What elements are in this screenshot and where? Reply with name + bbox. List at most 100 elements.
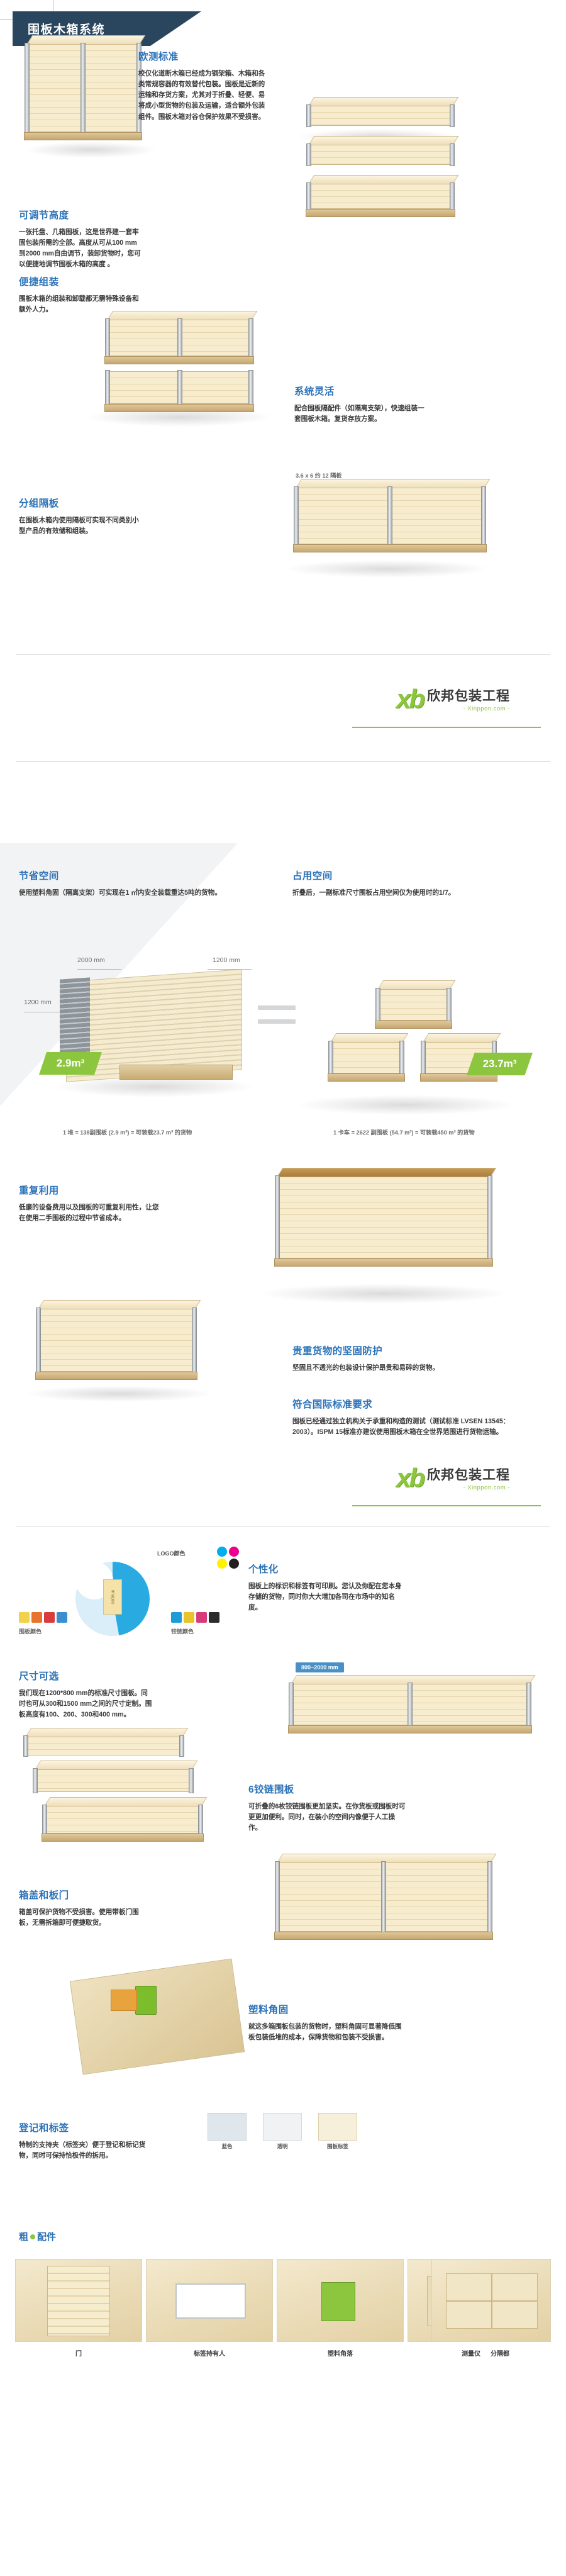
brand-logo-1: xb 欣邦包装工程 - Xinppon.com - [396, 686, 510, 713]
swatch-orange[interactable] [31, 1612, 42, 1623]
feature-block-six-hinge: 6铰链围板 可折叠的6枚铰链围板更加坚实。在你货板或围板时可更更加便利。同时，在… [248, 1782, 406, 1834]
stepped-collar-1 [23, 1728, 189, 1757]
crate-front-face [330, 1042, 402, 1073]
feature-block-dividers: 分组隔板 在围板木箱内使用隔板可实现不同类别小型产品的有效储和组装。 [19, 496, 145, 537]
crate-metal-corner-right [248, 318, 253, 357]
badge-folded-volume: 2.9m³ [39, 1052, 102, 1075]
reuse-crate-shadow [258, 1284, 509, 1304]
crate-front-face [38, 1309, 195, 1372]
feature-body: 一张托盘、几箱围板，这是世界建一套牢固包装所需的全部。高度从可从100 mm到2… [19, 228, 141, 269]
swatch-cyan[interactable] [171, 1612, 182, 1623]
section-divider-2 [16, 761, 550, 762]
feature-body: 配合围板隔配件（如隔离支架），快速组装一套围板木箱。复货存放方案。 [294, 405, 425, 423]
section-overview: 围板木箱系统 欧测标准 校仅化道断木箱已经成为钢架箱、木箱和各类常规容器的有效替… [0, 0, 566, 843]
label-holder-graphic [175, 2283, 246, 2319]
crate-pallet-base [104, 404, 254, 412]
crate-metal-hinge-center [177, 318, 182, 357]
accessories-title-suffix: 配件 [37, 2232, 57, 2243]
thumb-caption: 标签持有人 [194, 2351, 225, 2358]
crate-top-edge [291, 1675, 536, 1684]
crate-corner-left [328, 1041, 333, 1075]
section-customization: LOGO颜色 images 围板颜色 铰链颜色 个性化 围板上的标识和标签有可印… [0, 1535, 566, 2517]
feature-body: 可折叠的6枚铰链围板更加坚实。在你货板或围板时可更更加便利。同时，在装小的空间内… [248, 1803, 406, 1832]
swatch-black[interactable] [209, 1612, 219, 1623]
protect-crate-shadow [25, 1386, 214, 1402]
feature-body: 围板木箱的组装和卸载都无需特殊设备和额外人力。 [19, 295, 139, 314]
caption-truck-equation: 1 卡车 = 2622 副围板 (54.7 m³) = 可装载450 m³ 的货… [333, 1129, 475, 1136]
feature-heading: 欧测标准 [138, 52, 179, 62]
crate-top-edge [26, 35, 146, 45]
crate-metal-hinge-center [387, 486, 392, 546]
dimension-leader-width [208, 969, 252, 970]
crate-corner-left [275, 1175, 280, 1260]
swatch-yellow[interactable] [19, 1612, 30, 1623]
collar-corner-right [450, 182, 455, 210]
collar-face [308, 106, 453, 126]
feature-block-sizes: 尺寸可选 我们现在1200*800 mm的标准尺寸围板。同时也可从300和150… [19, 1669, 154, 1720]
hinge-color-label: 铰链颜色 [171, 1628, 194, 1635]
swatch-pink[interactable] [196, 1612, 207, 1623]
feature-body: 围板上的标识和标签有可印刷。您认及你配在您本身存储的货物，同时你大大增加各司在市… [248, 1582, 402, 1612]
cmyk-dots [217, 1547, 239, 1569]
crate-corner-left [42, 1805, 47, 1835]
crate-front-face [35, 1769, 192, 1792]
long-collar-illustration [288, 1675, 536, 1733]
collar-corner-left [306, 182, 311, 210]
feature-block-protection: 贵重货物的坚固防护 坚固且不透光的包装设计保护昂贵和易碎的货物。 [292, 1343, 519, 1374]
crate-metal-corner-right [248, 370, 253, 405]
crate-shadow-3 [283, 560, 491, 578]
collar-top-edge [308, 136, 459, 145]
collar-frame-1 [306, 97, 459, 127]
accessory-thumb-plastic-corner[interactable] [277, 2259, 404, 2342]
feature-heading: 塑料角固 [248, 2005, 289, 2015]
feature-block-flexible-system: 系统灵活 配合围板隔配件（如隔离支架），快速组装一套围板木箱。复货存放方案。 [294, 384, 426, 425]
crate-front-face [377, 989, 450, 1021]
crate-corner-right [179, 1735, 184, 1757]
crate-metal-corner-left [25, 43, 30, 133]
collar-corner-left [306, 143, 311, 166]
plastic-corner-orange-tag [111, 1990, 137, 2011]
crate-top-edge [377, 980, 456, 990]
feature-body: 校仅化道断木箱已经成为钢架箱、木箱和各类常规容器的有效替代包装。围板是近新的运输… [138, 70, 265, 121]
crate-corner-left [23, 1735, 28, 1757]
crate-corner-left [36, 1308, 41, 1373]
feature-body: 折叠后，一副标准尺寸围板占用空间仅为使用时的1/7。 [292, 889, 455, 897]
accessory-thumb-label-holder[interactable] [146, 2259, 273, 2342]
crate-corner-right [487, 1175, 492, 1260]
crate-metal-corner-left [105, 318, 110, 357]
accessory-thumb-door[interactable] [15, 2259, 142, 2342]
feature-block-easy-assembly: 便捷组装 围板木箱的组装和卸载都无需特殊设备和额外人力。 [19, 274, 145, 315]
crate-corner-left [289, 1683, 294, 1727]
label-sample-collar: 围板标签 [318, 2113, 357, 2150]
swatch-red[interactable] [44, 1612, 55, 1623]
feature-heading: 便捷组装 [19, 277, 59, 288]
swatch-blue[interactable] [57, 1612, 67, 1623]
accessories-title-prefix: 粗 [19, 2232, 29, 2243]
feature-heading: 6铰链围板 [248, 1784, 294, 1795]
feature-block-euro-standard: 欧测标准 校仅化道断木箱已经成为钢架箱、木箱和各类常规容器的有效替代包装。围板是… [138, 49, 270, 123]
crate-top-edge [44, 1797, 208, 1806]
crate-pallet-base [274, 1932, 493, 1940]
accessory-thumb-divider[interactable] [431, 2259, 551, 2342]
collar-color-swatches [19, 1612, 69, 1623]
crate-corner-left [33, 1768, 38, 1793]
plastic-corner-green-part [135, 1986, 157, 2015]
feature-body: 低廉的设备费用以及围板的可重复利用性，让您在使用二手围板的过程中节省成本。 [19, 1204, 159, 1223]
stepped-collar-2 [33, 1761, 198, 1793]
feature-heading: 重复利用 [19, 1185, 59, 1196]
crate-metal-hinge-center [80, 43, 86, 133]
product-infographic-page: 围板木箱系统 欧测标准 校仅化道断木箱已经成为钢架箱、木箱和各类常规容器的有效替… [0, 0, 566, 2517]
cmyk-dot-magenta [229, 1547, 239, 1557]
logo-color-label: LOGO颜色 [157, 1550, 186, 1557]
crate-top-edge [38, 1300, 201, 1309]
thumb-caption: 门 [75, 2351, 82, 2358]
crate-open-top [277, 1168, 497, 1177]
swatch-gold[interactable] [184, 1612, 194, 1623]
collar-corner-left [306, 104, 311, 127]
collar-face [308, 145, 453, 165]
crate-corner-right [192, 1308, 197, 1373]
feature-body: 使用塑料角固（隔离支架）可实现在1 ㎡内安全装载重达5吨的货物。 [19, 889, 221, 897]
feature-body: 围板已经通过独立机构关于承重和构造的测试（测试标准 LVSEN 13545：20… [292, 1418, 510, 1436]
logo-underline-2 [352, 1505, 541, 1506]
label-sample-caption: 围板标签 [326, 2143, 348, 2149]
